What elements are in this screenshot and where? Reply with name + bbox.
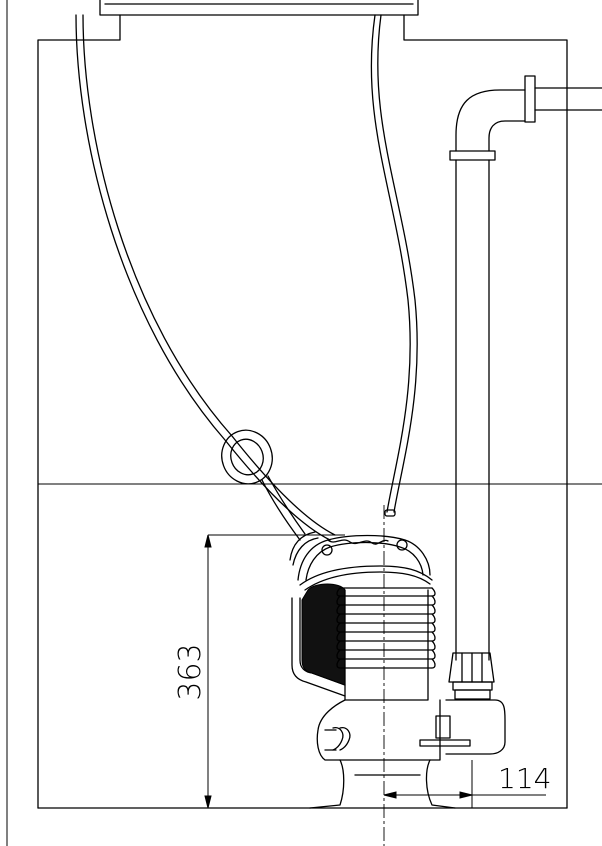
float-switch [221,429,306,541]
offset-dimension [383,760,546,808]
sump-cover [99,0,419,16]
discharge-pipe [449,75,602,661]
offset-dimension-label: 114 [498,762,551,795]
float-switch-cable [75,14,336,541]
sump-pit-wall [37,14,568,809]
height-dimension [204,534,345,809]
power-cable [370,14,418,517]
height-dimension-label: 363 [173,643,208,700]
pipe-coupling [435,652,506,755]
submersible-pump [289,531,471,809]
motor-ribs [339,587,433,669]
